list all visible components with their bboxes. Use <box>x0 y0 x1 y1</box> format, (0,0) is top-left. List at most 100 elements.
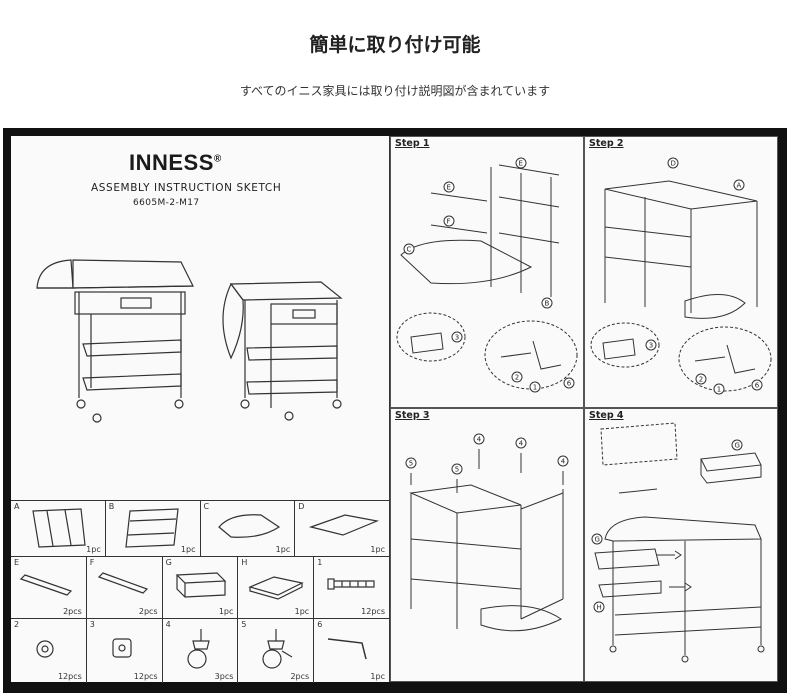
part-c: C 1pc <box>201 501 296 556</box>
part-qty: 2pcs <box>63 607 82 616</box>
instruction-sheet: INNESS® ASSEMBLY INSTRUCTION SKETCH 6605… <box>11 136 778 683</box>
part-letter: 6 <box>317 620 323 629</box>
part-2: 2 12pcs <box>11 619 87 683</box>
part-a: A 1pc <box>11 501 106 556</box>
callout-e: E <box>519 160 523 168</box>
barrel-nut-icon <box>112 638 132 658</box>
callout-2: 2 <box>515 374 519 382</box>
step-label: Step 2 <box>589 138 624 149</box>
step-3-illustration: 5 5 4 4 4 <box>405 433 569 632</box>
part-letter: H <box>241 558 248 567</box>
part-qty: 3pcs <box>214 672 234 681</box>
washer-icon <box>36 640 54 658</box>
part-qty: 2pcs <box>138 607 158 616</box>
rail-icon <box>19 574 73 596</box>
part-letter: G <box>165 558 172 567</box>
part-qty: 12pcs <box>133 672 158 681</box>
callout-1: 1 <box>533 384 537 392</box>
part-b: B 1pc <box>106 501 201 556</box>
step-4-illustration: G G H <box>591 422 765 663</box>
part-letter: C <box>203 502 210 511</box>
cart-overview-illustration <box>36 259 343 423</box>
part-5: 5 2pcs <box>238 619 315 683</box>
callout-f: F <box>447 218 451 226</box>
step-1: Step 1 E E F <box>390 136 584 408</box>
callout-6: 6 <box>567 380 572 388</box>
tray-icon <box>248 576 305 600</box>
part-letter: D <box>298 502 305 511</box>
bolt-icon <box>327 578 375 590</box>
step-label: Step 3 <box>395 410 430 421</box>
callout-c: C <box>407 246 412 254</box>
part-letter: 3 <box>89 620 95 629</box>
callout-b: B <box>545 300 550 308</box>
side-frame-icon <box>125 508 179 548</box>
part-letter: B <box>108 502 115 511</box>
part-qty: 12pcs <box>57 672 82 681</box>
part-letter: E <box>14 558 20 567</box>
locking-caster-icon <box>262 629 293 669</box>
part-d: D 1pc <box>295 501 389 556</box>
side-frame-icon <box>32 508 86 548</box>
part-qty: 1pc <box>370 672 385 681</box>
page-subheading: すべてのイニス家具には取り付け説明図が含まれています <box>239 84 551 98</box>
part-qty: 1pc <box>218 607 234 616</box>
part-3: 3 12pcs <box>87 619 163 683</box>
part-f: F 2pcs <box>87 557 163 618</box>
overview-panel: INNESS® ASSEMBLY INSTRUCTION SKETCH 6605… <box>11 136 389 683</box>
part-qty: 1pc <box>86 545 101 554</box>
part-h: H 1pc <box>238 557 315 618</box>
part-letter: 2 <box>14 620 20 629</box>
part-qty: 1pc <box>275 545 291 554</box>
top-panel-icon <box>309 514 380 536</box>
registered-mark: ® <box>213 153 222 165</box>
rail-icon <box>97 572 148 594</box>
callout-4: 4 <box>519 440 524 448</box>
assembly-steps-panel: Step 1 E E F <box>389 136 778 682</box>
part-qty: 1pc <box>294 607 310 616</box>
callout-3: 3 <box>455 334 459 342</box>
step-1-illustration: E E F C B 3 2 1 6 <box>396 157 578 393</box>
parts-row: A 1pc B 1pc C 1pc D <box>11 501 389 557</box>
step-label: Step 4 <box>589 410 624 421</box>
part-e: E 2pcs <box>11 557 87 618</box>
brand-logo: INNESS® <box>129 150 222 176</box>
callout-e: E <box>447 184 451 192</box>
callout-5: 5 <box>455 466 459 474</box>
allen-key-icon <box>328 638 367 660</box>
part-letter: 1 <box>317 558 323 567</box>
callout-d: D <box>671 160 676 168</box>
step-3: Step 3 5 5 4 4 4 <box>390 408 584 682</box>
part-1: 1 12pcs <box>314 557 389 618</box>
part-letter: 5 <box>241 620 247 629</box>
callout-4: 4 <box>561 458 566 466</box>
brand-name: INNESS <box>129 150 214 175</box>
caster-icon <box>186 629 210 669</box>
step-2: Step 2 D A 3 <box>584 136 778 408</box>
part-qty: 12pcs <box>361 607 385 616</box>
step-4: Step 4 <box>584 408 778 682</box>
callout-h: H <box>597 604 602 612</box>
part-g: G 1pc <box>163 557 239 618</box>
part-letter: F <box>89 558 95 567</box>
part-qty: 1pc <box>180 545 196 554</box>
callout-6: 6 <box>755 382 760 390</box>
part-letter: A <box>14 502 20 511</box>
instruction-sheet-frame: INNESS® ASSEMBLY INSTRUCTION SKETCH 6605… <box>3 128 787 693</box>
callout-4: 4 <box>477 436 482 444</box>
model-code: 6605M-2-M17 <box>133 198 200 208</box>
parts-list: A 1pc B 1pc C 1pc D <box>11 500 389 683</box>
page-heading: 簡単に取り付け可能 <box>309 34 481 56</box>
parts-row: E 2pcs F 2pcs G 1pc H <box>11 557 389 619</box>
part-6: 6 1pc <box>314 619 389 683</box>
callout-a: A <box>737 182 742 190</box>
manual-title: ASSEMBLY INSTRUCTION SKETCH <box>91 182 282 194</box>
callout-3: 3 <box>649 342 653 350</box>
callout-g: G <box>735 442 740 450</box>
part-qty: 1pc <box>370 545 385 554</box>
part-4: 4 3pcs <box>163 619 239 683</box>
parts-row: 2 12pcs 3 12pcs 4 3pcs <box>11 619 389 683</box>
drawer-icon <box>175 572 226 598</box>
part-letter: 4 <box>165 620 171 629</box>
part-qty: 2pcs <box>290 672 310 681</box>
